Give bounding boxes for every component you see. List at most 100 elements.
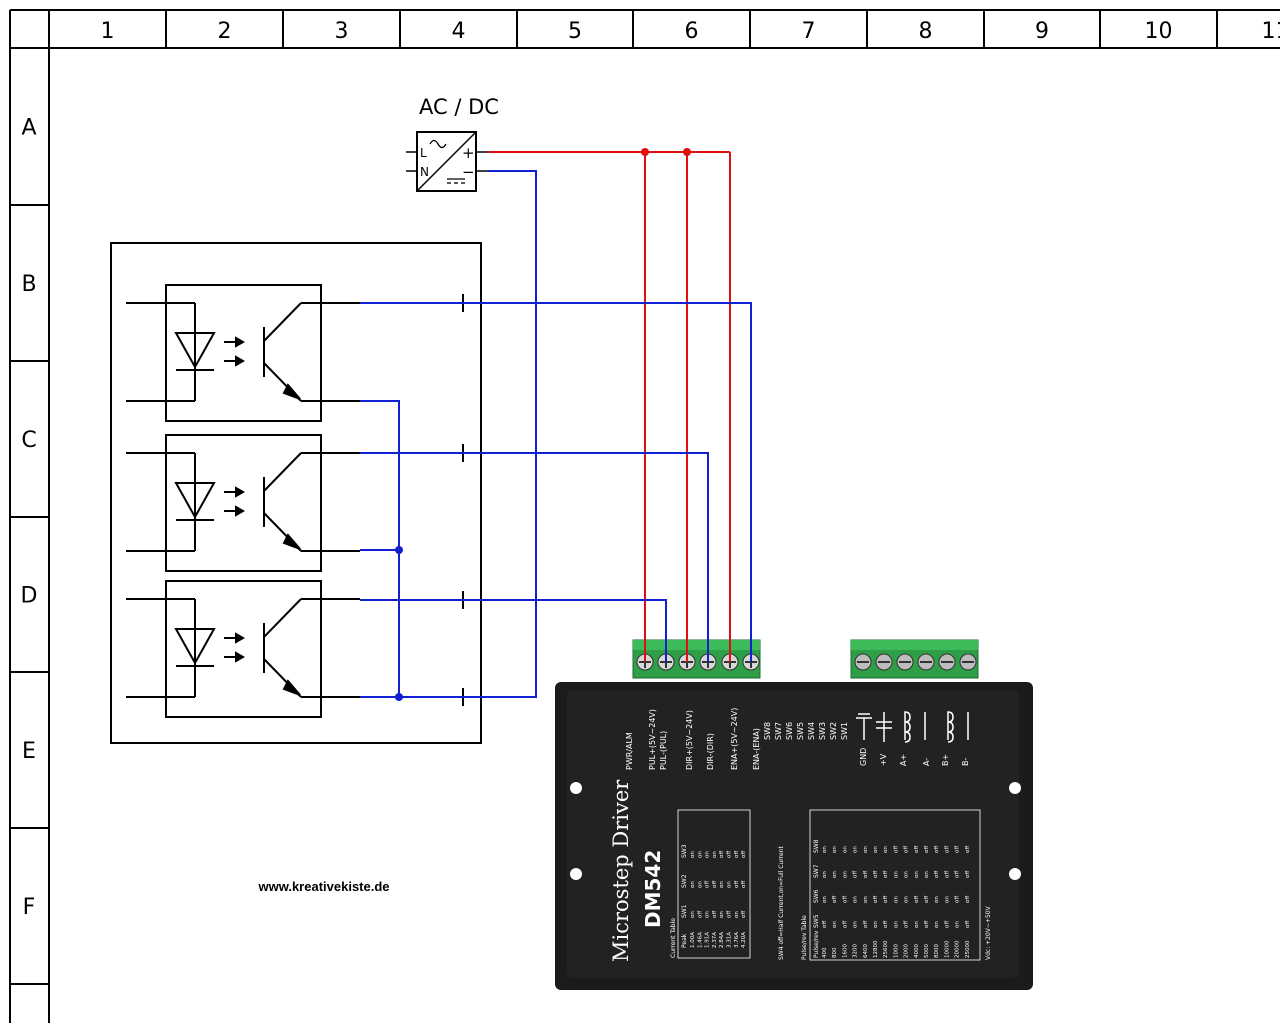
pulse-table-cell: off bbox=[924, 846, 930, 853]
pulse-table-cell: off bbox=[965, 896, 971, 903]
pulse-table-cell: 6400 bbox=[863, 944, 869, 958]
pulse-table-cell: on bbox=[853, 921, 859, 928]
junction-dot bbox=[395, 546, 403, 554]
pulse-table-header: SW7 bbox=[813, 864, 820, 878]
pulse-table-cell: on bbox=[822, 871, 828, 878]
switch-label: SW8 bbox=[763, 722, 772, 740]
current-table-cell: 1.46A bbox=[697, 932, 703, 948]
screw-terminal-icon bbox=[854, 653, 872, 671]
pulse-table-cell: off bbox=[873, 871, 879, 878]
current-table-cell: off bbox=[705, 881, 711, 888]
power-terminal-block bbox=[850, 639, 979, 679]
dc-pin-plus: + bbox=[462, 144, 475, 162]
pulse-table-cell: 2000 bbox=[904, 944, 910, 958]
current-table-cell: off bbox=[727, 851, 733, 858]
pulse-table-cell: on bbox=[842, 846, 848, 853]
signal-terminal-label: PWR/ALM bbox=[625, 732, 634, 770]
switch-label: SW1 bbox=[840, 722, 849, 740]
pulse-table-cell: off bbox=[863, 921, 869, 928]
pulse-table-cell: off bbox=[955, 871, 961, 878]
ac-sine-icon bbox=[429, 139, 447, 149]
current-table-header: Peak bbox=[681, 933, 688, 948]
pulse-table-header: SW8 bbox=[813, 839, 820, 853]
row-label: A bbox=[21, 116, 36, 141]
signal-terminal-label: DIR-(DIR) bbox=[706, 733, 715, 770]
phototransistor-icon bbox=[263, 598, 302, 698]
pulse-table-cell: on bbox=[893, 921, 899, 928]
column-label: 5 bbox=[568, 19, 582, 44]
pulse-table-header: SW6 bbox=[813, 889, 820, 903]
optocoupler-2 bbox=[126, 434, 360, 572]
column-label: 3 bbox=[335, 19, 349, 44]
pulse-table-cell: on bbox=[863, 846, 869, 853]
pulse-table-cell: 5000 bbox=[924, 944, 930, 958]
pulse-table-cell: 8000 bbox=[934, 944, 940, 958]
current-table-note: SW4 off=Half Current,on=Full Current bbox=[778, 846, 785, 960]
current-table-cell: off bbox=[719, 851, 725, 858]
current-table-cell: on bbox=[712, 851, 718, 858]
signal-terminal-label: PUL+(5V~24V) bbox=[648, 709, 657, 770]
pulse-table-cell: on bbox=[914, 921, 920, 928]
screw-terminal-icon bbox=[938, 653, 956, 671]
current-table-cell: off bbox=[741, 911, 747, 918]
row-label: E bbox=[22, 739, 36, 764]
current-table-header: SW2 bbox=[681, 874, 688, 888]
screw-terminal-icon bbox=[959, 653, 977, 671]
current-table-cell: on bbox=[705, 851, 711, 858]
led-icon bbox=[174, 332, 216, 371]
current-table-title: Current Table bbox=[670, 918, 677, 958]
column-labels: 1234567891011 bbox=[101, 19, 1280, 44]
pulse-table-cell: off bbox=[944, 921, 950, 928]
pulse-table-cell: 1000 bbox=[893, 944, 899, 958]
pulse-table-cell: on bbox=[944, 896, 950, 903]
current-table-cell: off bbox=[734, 851, 740, 858]
website-label: www.kreativekiste.de bbox=[257, 879, 389, 894]
screw-terminal-icon bbox=[917, 653, 935, 671]
driver-vdc-label: Vdc: +20V~+50V bbox=[985, 905, 992, 960]
current-table-header: SW1 bbox=[681, 904, 688, 918]
current-table-cell: on bbox=[719, 881, 725, 888]
pulse-table-cell: 3200 bbox=[853, 944, 859, 958]
dc-pin-minus: − bbox=[462, 163, 475, 181]
pulse-table bbox=[809, 809, 981, 961]
pulse-table-cell: on bbox=[883, 846, 889, 853]
pulse-table-cell: off bbox=[904, 921, 910, 928]
pulse-table-cell: off bbox=[944, 871, 950, 878]
pulse-table-cell: on bbox=[832, 921, 838, 928]
current-table-cell: 4.20A bbox=[741, 932, 747, 948]
column-label: 2 bbox=[218, 19, 232, 44]
negative-supply-wire bbox=[463, 170, 537, 698]
signal-terminal-label: ENA-(ENA) bbox=[752, 728, 761, 770]
pulse-table-cell: off bbox=[965, 871, 971, 878]
row-label: D bbox=[21, 584, 38, 609]
light-arrow-icon bbox=[224, 486, 246, 517]
switch-label: SW2 bbox=[829, 722, 838, 740]
current-table-cell: on bbox=[690, 911, 696, 918]
pulse-table-cell: on bbox=[904, 871, 910, 878]
current-table bbox=[677, 809, 751, 959]
pulse-table-cell: on bbox=[853, 846, 859, 853]
pulse-table-cell: off bbox=[965, 921, 971, 928]
current-table-cell: on bbox=[727, 881, 733, 888]
pulse-table-cell: off bbox=[863, 871, 869, 878]
pulse-table-cell: off bbox=[924, 921, 930, 928]
pulse-table-cell: on bbox=[934, 896, 940, 903]
row-label: B bbox=[21, 272, 36, 297]
pulse-table-cell: on bbox=[832, 846, 838, 853]
pulse-table-cell: 4000 bbox=[914, 944, 920, 958]
power-terminal-icons bbox=[856, 711, 969, 743]
pulse-table-cell: on bbox=[873, 846, 879, 853]
switch-label: SW3 bbox=[818, 722, 827, 740]
current-table-header: SW3 bbox=[681, 844, 688, 858]
pulse-table-cell: on bbox=[904, 896, 910, 903]
screw-terminal-icon bbox=[896, 653, 914, 671]
pulse-table-header: Pulse/rev bbox=[813, 930, 820, 958]
dir-minus-wire bbox=[360, 452, 709, 662]
signal-terminal-block bbox=[632, 639, 761, 679]
current-table-cell: on bbox=[705, 911, 711, 918]
row-label: F bbox=[23, 895, 36, 920]
driver-brand: Microstep Driver bbox=[609, 779, 633, 962]
column-label: 9 bbox=[1035, 19, 1049, 44]
